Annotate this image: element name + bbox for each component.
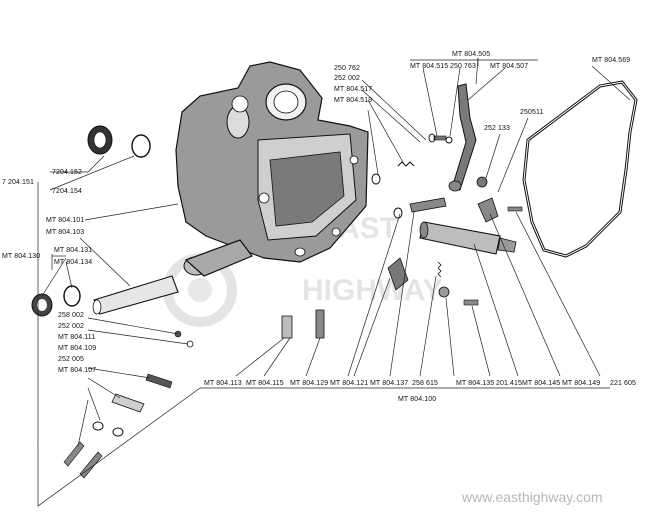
washer-252005b (112, 427, 124, 437)
part-labels: MT 804.569 MT 804.505 250 762 252 002 MT… (2, 51, 636, 403)
label-mt804130: MT 804.130 (2, 253, 40, 260)
ring-mt804134 (63, 285, 81, 307)
label-250762: 250 762 (334, 65, 360, 72)
pin-mt804129 (315, 309, 325, 339)
washer-250762 (428, 133, 436, 143)
watermark-text-bottom: HIGHWAY (302, 274, 443, 307)
ring-7204154 (131, 134, 151, 158)
website-watermark: www.easthighway.com (461, 489, 603, 505)
bolt-221605 (507, 206, 523, 212)
ring-mt804519 (371, 173, 381, 185)
label-mt804103: MT 804.103 (46, 229, 84, 236)
label-201415: 201.415 (496, 380, 522, 387)
label-250511: 250511 (520, 109, 543, 116)
washer-250763 (445, 136, 453, 144)
label-7204152: 7204.152 (52, 169, 82, 176)
label-mt804517: MT 804.517 (334, 86, 372, 93)
label-mt804107: MT 804.107 (58, 367, 96, 374)
label-mt804121: MT 804.121 (330, 380, 368, 387)
spring-258615 (437, 261, 442, 278)
nut-252133 (476, 176, 488, 188)
label-mt804129: MT 804.129 (290, 380, 328, 387)
leader-lines (37, 57, 631, 507)
label-mt804111: MT 804.111 (58, 334, 95, 341)
bolt-201415 (463, 299, 479, 306)
label-mt804100: MT 804.100 (398, 396, 436, 403)
cam-mt804135 (438, 286, 450, 298)
spring-mt804517 (397, 161, 415, 167)
stud-mt804107a (63, 441, 85, 467)
label-258002: 258 002 (58, 312, 84, 319)
label-mt804113: MT 804.113 (204, 380, 242, 387)
label-mt804569: MT 804.569 (592, 57, 630, 64)
label-mt804109: MT 804.109 (58, 345, 96, 352)
pin-mt804109 (111, 393, 145, 413)
label-mt804131: MT 804.131 (54, 247, 92, 254)
label-mt804145: MT 804.145 (522, 380, 560, 387)
washer-252005a (92, 421, 104, 431)
label-252005: 252 005 (58, 356, 84, 363)
label-7204151: 7 204.151 (2, 179, 34, 186)
label-mt804137: MT 804.137 (370, 380, 408, 387)
label-mt804115: MT 804.115 (246, 380, 284, 387)
label-mt804149: MT 804.149 (562, 380, 600, 387)
label-mt804519: MT 804.519 (334, 97, 372, 104)
label-252002-bottom: 252 002 (58, 323, 84, 330)
fork-mt804149 (477, 197, 499, 223)
label-mt804507: MT 804.507 (490, 63, 528, 70)
label-mt804135: MT 804.135 (456, 380, 494, 387)
label-mt804515: MT 804.515 (410, 63, 448, 70)
label-252002-top: 252 002 (334, 75, 360, 82)
washer-mt804121 (393, 207, 403, 219)
label-mt804505: MT 804.505 (452, 51, 490, 58)
shaft-mt804145 (419, 221, 517, 255)
label-mt804101: MT 804.101 (46, 217, 84, 224)
label-252133: 252 133 (484, 125, 510, 132)
label-221605: 221 605 (610, 380, 636, 387)
label-mt804134: MT 804.134 (54, 259, 92, 266)
stud-mt804107b (79, 451, 103, 479)
label-258615: 258 615 (412, 380, 438, 387)
tube-mt804103 (92, 275, 179, 315)
gearbox-housing (175, 61, 369, 277)
screw-mt804515 (433, 135, 447, 141)
pin-mt804113 (281, 315, 293, 339)
label-250763: 250 763 (450, 63, 476, 70)
shaft-mt804121 (409, 197, 447, 213)
fork-mt804137 (387, 257, 409, 291)
label-7204154: 7204.154 (52, 188, 82, 195)
pin-mt804111 (145, 373, 173, 389)
lever-mt804507 (448, 83, 477, 192)
